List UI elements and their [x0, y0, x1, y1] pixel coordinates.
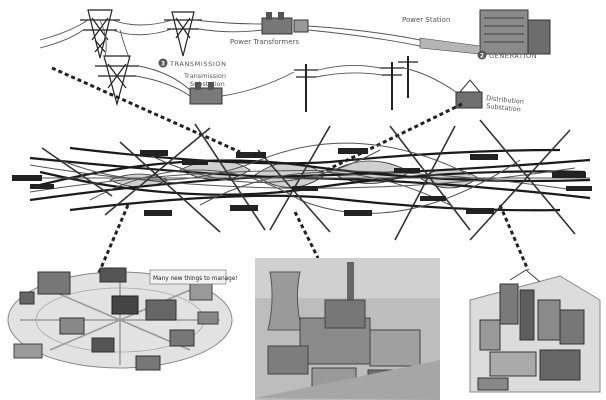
grid-node-marker: [140, 150, 168, 156]
grid-node-marker: [236, 152, 266, 158]
grid-node-marker: [344, 210, 372, 216]
svg-text:2: 2: [480, 53, 484, 60]
city-substation-render: [470, 270, 600, 392]
transmission-stage-badge: 3: [159, 59, 168, 68]
grid-network-diagram: [12, 120, 592, 240]
transmission-substation-label-line1: Transmission: [183, 72, 226, 80]
grid-node-marker: [144, 210, 172, 216]
transmission-stage-label: TRANSMISSION: [169, 60, 227, 68]
generation-stage-badge: 2: [478, 51, 487, 60]
utility-pole-icon: [294, 64, 318, 112]
grid-node-marker: [420, 196, 446, 201]
power-transformers-label: Power Transformers: [230, 38, 299, 46]
transmission-tower-icon: [164, 12, 202, 56]
transmission-tower-icon: [80, 10, 120, 58]
grid-node-marker: [470, 154, 498, 160]
generation-stage-label: GENERATION: [489, 52, 537, 60]
grid-node-marker: [552, 172, 586, 178]
utility-pole-icon: [380, 62, 404, 110]
utility-pole-icon: [398, 56, 418, 98]
grid-node-marker: [466, 208, 494, 214]
power-plant-photo: [255, 258, 440, 400]
grid-node-marker: [338, 148, 368, 154]
grid-node-marker: [182, 160, 208, 165]
grid-node-marker: [230, 205, 258, 211]
grid-node-marker: [12, 175, 42, 181]
power-station-label: Power Station: [402, 16, 450, 24]
grid-node-marker: [292, 186, 318, 191]
grid-node-marker: [30, 184, 54, 189]
grid-node-marker: [566, 186, 592, 191]
many-new-things-callout: Many new things to manage!: [153, 276, 238, 282]
svg-text:3: 3: [161, 61, 165, 68]
smart-campus-illustration: Many new things to manage!: [8, 268, 238, 370]
power-transformers-icon: [262, 12, 308, 34]
grid-node-marker: [394, 168, 420, 173]
transmission-substation-label-line2: Substation: [190, 80, 225, 88]
